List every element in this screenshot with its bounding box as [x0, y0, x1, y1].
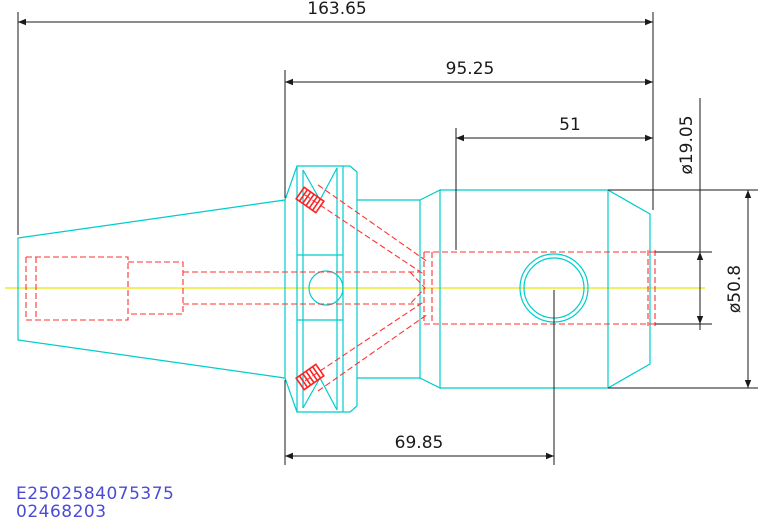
flange-hole: [308, 270, 344, 306]
dim-overall-length: 163.65: [307, 0, 366, 19]
dim-bore-diameter: ø19.05: [677, 115, 697, 174]
hidden-features: [25, 184, 656, 392]
coolant-plugs: [295, 186, 325, 391]
tool-holder-outline: [17, 165, 651, 413]
taper-shank: [17, 199, 286, 379]
part-number: E2502584075375: [16, 484, 175, 504]
dimension-lines: [17, 12, 758, 465]
dim-body-length: 95.25: [446, 59, 495, 79]
main-body: [440, 189, 651, 389]
part-code: 02468203: [16, 502, 107, 522]
dim-gauge-to-crosshole: 69.85: [395, 433, 444, 453]
dim-bore-depth: 51: [559, 115, 581, 135]
dimension-texts: 163.65 95.25 51 69.85 ø19.05 ø50.8: [307, 0, 745, 453]
dim-outer-diameter: ø50.8: [725, 265, 745, 313]
